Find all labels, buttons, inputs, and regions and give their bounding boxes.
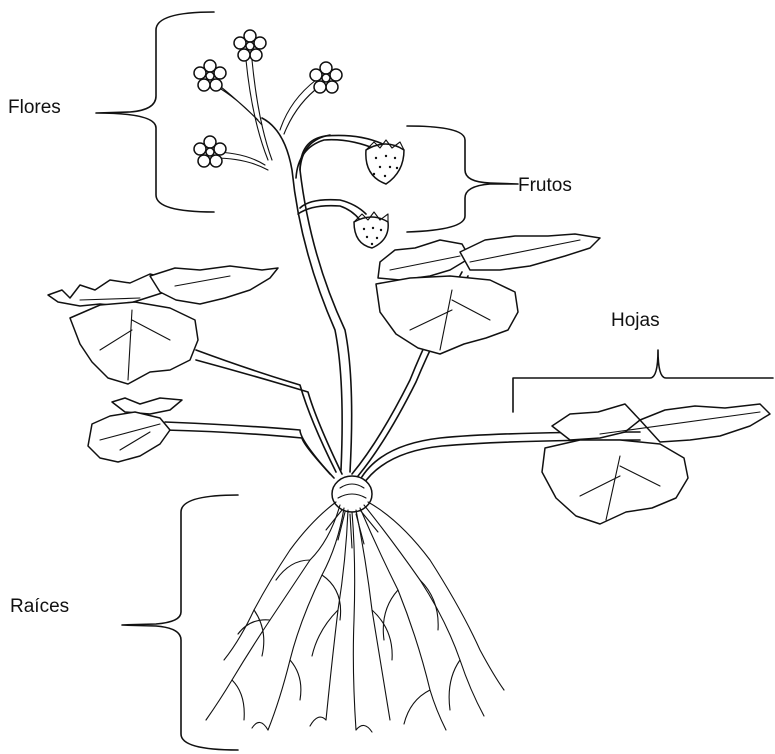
flower (310, 62, 342, 93)
label-flores: Flores (8, 97, 61, 119)
hojas-bracket (513, 350, 773, 412)
leaf-upper-right (376, 234, 600, 354)
leaf-right (542, 404, 770, 524)
label-raices: Raíces (10, 596, 69, 618)
flores-bracket (96, 12, 214, 212)
flower (234, 30, 266, 61)
flower (194, 60, 226, 91)
raices-bracket (122, 495, 238, 750)
label-frutos: Frutos (518, 175, 572, 197)
strawberry-fruit (354, 212, 388, 248)
frutos-bracket (407, 126, 518, 232)
roots (206, 502, 504, 732)
leaf-lower-left (88, 398, 182, 462)
flower (194, 136, 226, 167)
strawberry-fruit (366, 140, 404, 184)
label-hojas: Hojas (611, 310, 660, 332)
